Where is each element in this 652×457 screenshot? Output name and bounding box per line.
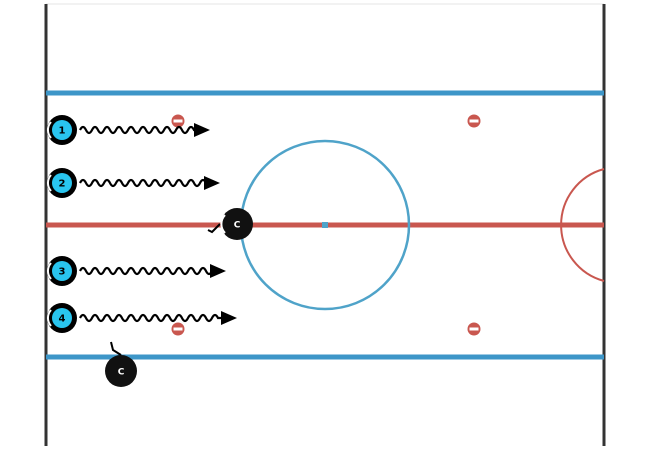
- faceoff-dot: [171, 114, 185, 128]
- player-skating-icon[interactable]: 4: [47, 303, 77, 333]
- coach-icon[interactable]: C: [105, 341, 137, 387]
- arrow-head-icon: [221, 311, 237, 325]
- coach-label: C: [118, 368, 125, 378]
- arrow-head-icon: [204, 176, 220, 190]
- skate-path-wavy: [79, 266, 213, 276]
- arrow-head-icon: [210, 264, 226, 278]
- faceoff-dot: [467, 322, 481, 336]
- player-number: 4: [59, 314, 66, 325]
- coach-label: C: [234, 221, 241, 231]
- skate-path-wavy: [79, 125, 196, 135]
- player-skating-icon[interactable]: 1: [47, 115, 77, 145]
- skate-path-wavy: [79, 178, 207, 188]
- coach-stick-icon: [207, 223, 221, 234]
- player-skating-icon[interactable]: 2: [47, 168, 77, 198]
- arrow-head-icon: [194, 123, 210, 137]
- end-zone-circle-partial: [560, 168, 605, 282]
- center-faceoff-dot: [322, 222, 328, 228]
- player-number: 3: [59, 267, 66, 278]
- coach-stick-icon: [110, 341, 122, 356]
- faceoff-dot: [171, 322, 185, 336]
- coach-icon[interactable]: C: [207, 208, 253, 240]
- faceoff-dot: [467, 114, 481, 128]
- skate-path-wavy: [79, 313, 223, 323]
- player-number: 2: [59, 179, 66, 190]
- player-number: 1: [59, 126, 66, 137]
- player-skating-icon[interactable]: 3: [47, 256, 77, 286]
